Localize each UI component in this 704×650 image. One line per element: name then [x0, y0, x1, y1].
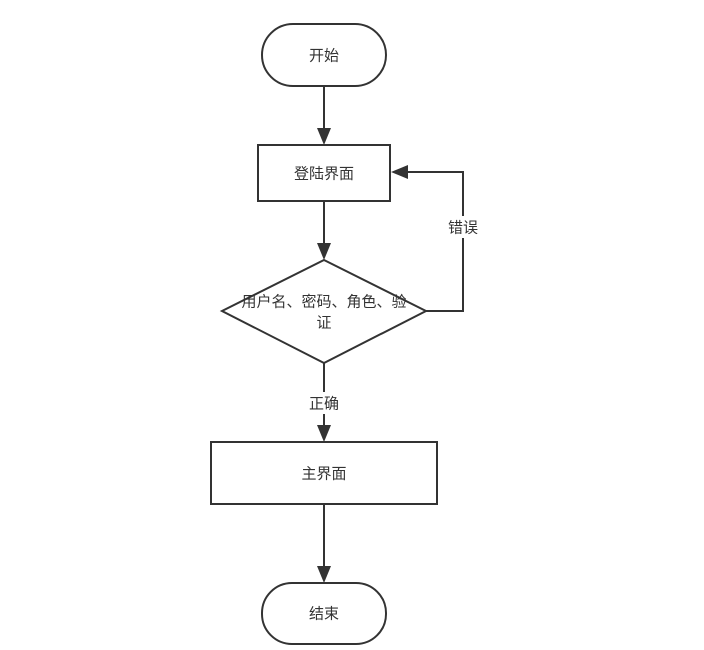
arrowhead-left-icon — [391, 165, 408, 179]
node-login-label: 登陆界面 — [294, 165, 354, 183]
node-verify-label-line1: 用户名、密码、角色、验 — [241, 293, 406, 311]
edge-label-error: 错误 — [448, 219, 478, 237]
edge-main-to-end — [317, 504, 331, 583]
node-start-label: 开始 — [309, 47, 339, 65]
node-start: 开始 — [261, 23, 387, 87]
edge-verify-to-main: 正确 — [302, 363, 346, 442]
node-verify-label-line2: 证 — [316, 314, 331, 332]
node-end-label: 结束 — [309, 605, 339, 623]
node-main-label: 主界面 — [301, 465, 346, 483]
arrowhead-down-icon — [317, 128, 331, 145]
node-end: 结束 — [261, 582, 387, 645]
edge-label-correct: 正确 — [309, 395, 339, 413]
node-main: 主界面 — [210, 441, 438, 505]
arrowhead-down-icon — [317, 425, 331, 442]
edge-login-to-verify — [317, 201, 331, 260]
arrowhead-down-icon — [317, 566, 331, 583]
edge-verify-to-login: 错误 — [391, 165, 485, 312]
node-login: 登陆界面 — [257, 144, 391, 202]
edge-start-to-login — [317, 86, 331, 145]
node-verify: 用户名、密码、角色、验 证 — [219, 258, 429, 365]
arrowhead-down-icon — [317, 243, 331, 260]
